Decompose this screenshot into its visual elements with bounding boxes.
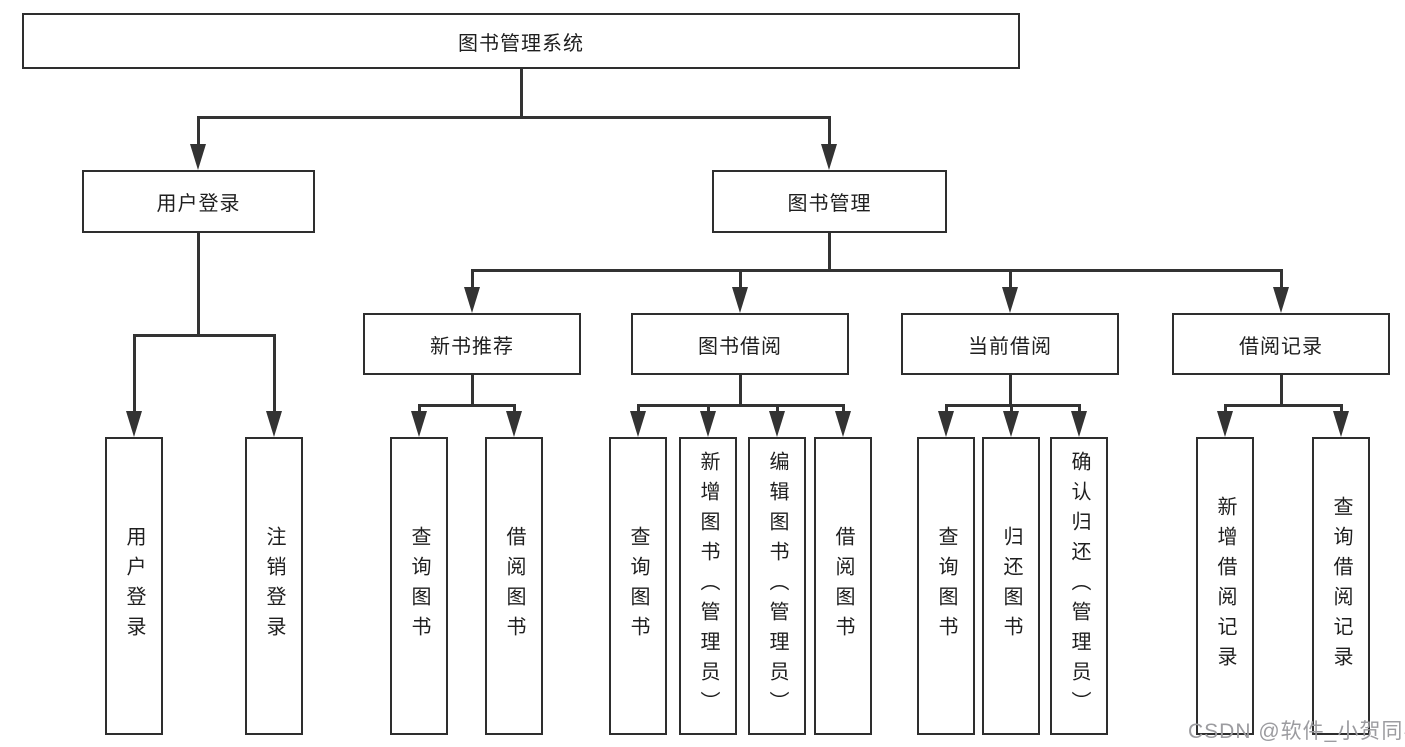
connector-line bbox=[417, 404, 516, 407]
connector-arrow bbox=[1003, 405, 1019, 437]
connector-line bbox=[738, 375, 742, 406]
connector-arrow bbox=[732, 270, 748, 313]
connector-line bbox=[827, 233, 831, 271]
connector-line bbox=[196, 116, 831, 119]
connector-arrow bbox=[821, 117, 837, 170]
connector-arrow bbox=[1071, 405, 1087, 437]
connector-arrow bbox=[630, 405, 646, 437]
node-root: 图书管理系统 bbox=[22, 13, 1020, 69]
connector-line bbox=[1279, 375, 1283, 406]
node-borrow-records: 借阅记录 bbox=[1172, 313, 1390, 375]
connector-arrow bbox=[700, 405, 716, 437]
connector-line bbox=[470, 375, 474, 406]
connector-arrow bbox=[1002, 270, 1018, 313]
leaf-return-book: 归还图书 bbox=[982, 437, 1040, 735]
leaf-add-book-admin: 新增图书（管理员） bbox=[679, 437, 737, 735]
leaf-borrow-books-2: 借阅图书 bbox=[814, 437, 872, 735]
connector-arrow bbox=[411, 405, 427, 437]
leaf-query-books-2: 查询图书 bbox=[609, 437, 667, 735]
leaf-confirm-return-admin: 确认归还（管理员） bbox=[1050, 437, 1108, 735]
node-current-borrow: 当前借阅 bbox=[901, 313, 1119, 375]
connector-arrow bbox=[835, 405, 851, 437]
connector-line bbox=[519, 69, 523, 118]
leaf-user-login: 用户登录 bbox=[105, 437, 163, 735]
connector-arrow bbox=[938, 405, 954, 437]
connector-arrow bbox=[1333, 405, 1349, 437]
leaf-query-books-1: 查询图书 bbox=[390, 437, 448, 735]
connector-arrow bbox=[506, 405, 522, 437]
connector-line bbox=[944, 404, 1081, 407]
csdn-watermark: CSDN @软件_小贺同学 bbox=[1188, 720, 1405, 743]
leaf-edit-book-admin: 编辑图书（管理员） bbox=[748, 437, 806, 735]
node-book-management: 图书管理 bbox=[712, 170, 947, 233]
connector-line bbox=[636, 404, 845, 407]
node-user-login: 用户登录 bbox=[82, 170, 315, 233]
leaf-borrow-books-1: 借阅图书 bbox=[485, 437, 543, 735]
connector-arrow bbox=[1217, 405, 1233, 437]
connector-arrow bbox=[266, 335, 282, 437]
connector-arrow bbox=[769, 405, 785, 437]
connector-arrow bbox=[1273, 270, 1289, 313]
connector-line bbox=[1223, 404, 1343, 407]
leaf-query-borrow-record: 查询借阅记录 bbox=[1312, 437, 1370, 735]
connector-line bbox=[196, 233, 200, 337]
node-new-book-recommend: 新书推荐 bbox=[363, 313, 581, 375]
leaf-add-borrow-record: 新增借阅记录 bbox=[1196, 437, 1254, 735]
leaf-logout: 注销登录 bbox=[245, 437, 303, 735]
connector-arrow bbox=[464, 270, 480, 313]
connector-arrow bbox=[126, 335, 142, 437]
leaf-query-books-3: 查询图书 bbox=[917, 437, 975, 735]
node-book-borrow: 图书借阅 bbox=[631, 313, 849, 375]
connector-line bbox=[132, 334, 276, 337]
connector-arrow bbox=[190, 117, 206, 170]
connector-line bbox=[1008, 375, 1012, 406]
connector-line bbox=[470, 269, 1283, 272]
